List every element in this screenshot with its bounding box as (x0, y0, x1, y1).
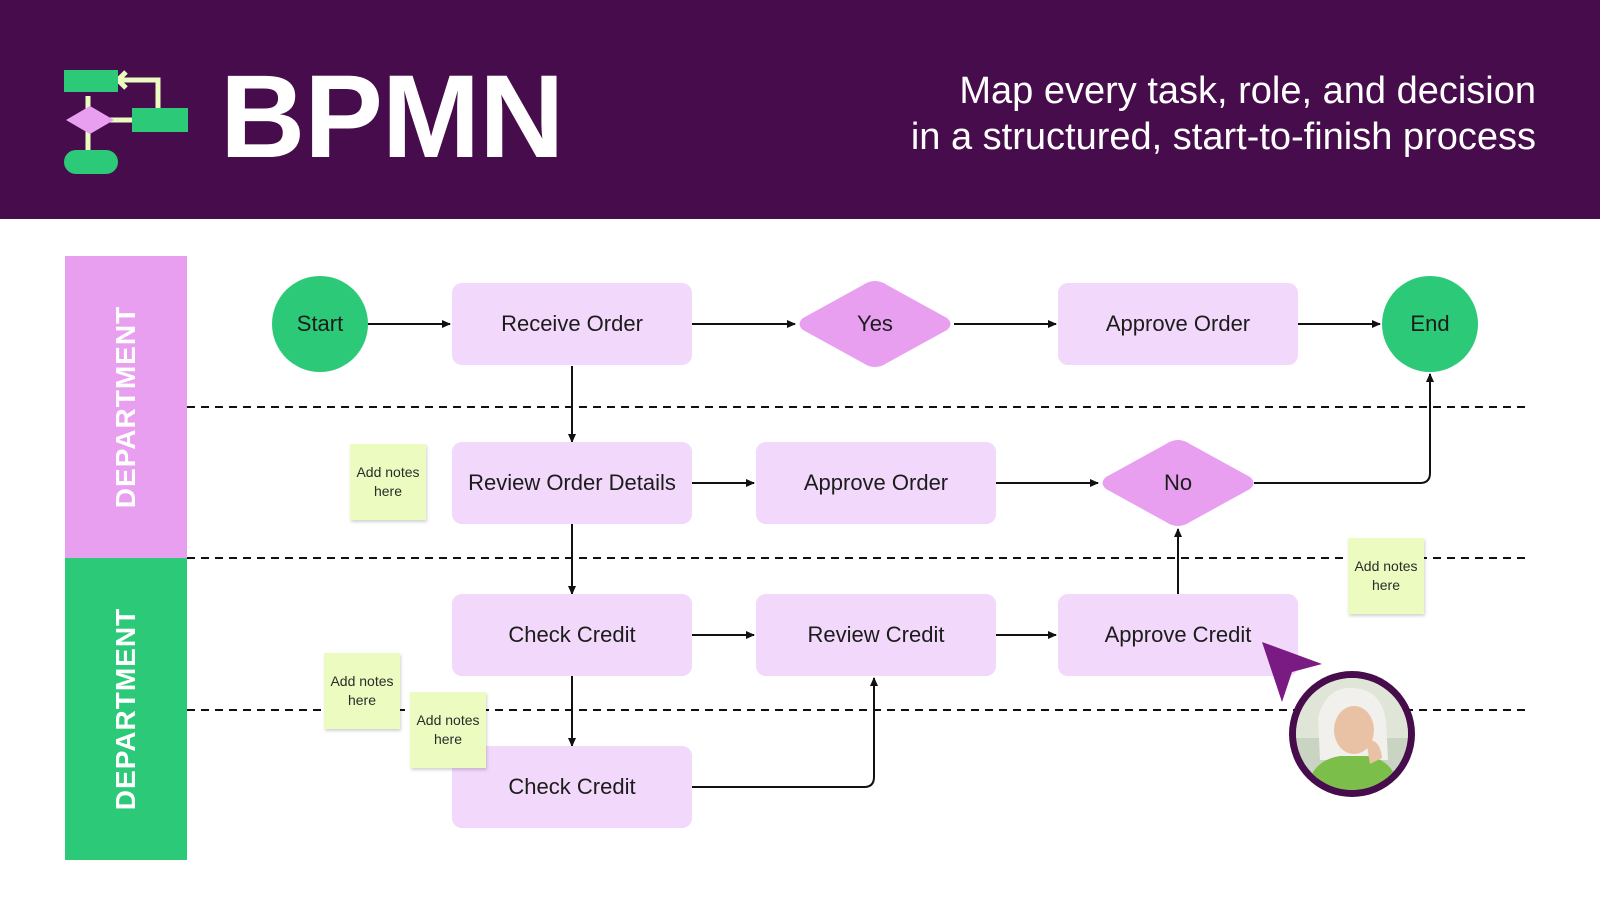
task-label: Approve Order (1105, 311, 1251, 336)
avatar-portrait (1296, 678, 1408, 790)
task-label: Receive Order (501, 311, 643, 336)
task-label: Review Credit (807, 622, 945, 647)
note-line-2: here (347, 692, 377, 708)
flow-check-2-to-review-credit (692, 677, 878, 788)
task-review-credit[interactable]: Review Credit (756, 594, 996, 676)
gateway-no[interactable]: No (1098, 437, 1258, 529)
start-event[interactable]: Start (272, 276, 368, 372)
task-check-credit-2[interactable]: Check Credit (452, 746, 692, 828)
note-line-1: Add notes (330, 673, 394, 689)
task-approve-order-top[interactable]: Approve Order (1058, 283, 1298, 365)
gateway-yes[interactable]: Yes (795, 278, 955, 370)
sticky-note[interactable]: Add notes here (410, 692, 486, 768)
task-approve-credit[interactable]: Approve Credit (1058, 594, 1298, 676)
page-title: BPMN (220, 51, 564, 183)
diamond-shape (799, 281, 951, 367)
start-event-label: Start (296, 311, 344, 336)
sticky-note[interactable]: Add notes here (324, 653, 400, 729)
task-label: Check Credit (508, 774, 636, 799)
cursor-pointer-icon (1260, 640, 1326, 706)
flow-no-to-end (1254, 373, 1434, 484)
note-line-1: Add notes (416, 712, 480, 728)
task-label: Check Credit (508, 622, 636, 647)
note-line-2: here (1371, 577, 1401, 593)
subtitle-line-2: in a structured, start-to-finish process (910, 116, 1536, 158)
lane-label-department-1: DEPARTMENT (65, 256, 187, 558)
task-receive-order[interactable]: Receive Order (452, 283, 692, 365)
sticky-note[interactable]: Add notes here (1348, 538, 1424, 614)
note-line-1: Add notes (356, 464, 420, 480)
end-event[interactable]: End (1382, 276, 1478, 372)
page-subtitle: Map every task, role, and decision in a … (776, 68, 1536, 160)
subtitle-line-1: Map every task, role, and decision (959, 70, 1536, 112)
task-label: Approve Order (803, 470, 949, 495)
gateway-label: Yes (857, 311, 893, 336)
lane-label-department-2: DEPARTMENT (65, 558, 187, 860)
header-banner: BPMN Map every task, role, and decision … (0, 0, 1600, 219)
task-review-order-details[interactable]: Review Order Details (452, 442, 692, 524)
note-line-2: here (373, 483, 403, 499)
task-label: Approve Credit (1104, 622, 1252, 647)
flowchart-logo-icon (64, 70, 188, 176)
sticky-note[interactable]: Add notes here (350, 444, 426, 520)
task-check-credit-1[interactable]: Check Credit (452, 594, 692, 676)
gateway-label: No (1163, 470, 1193, 495)
task-label: Review Order Details (468, 470, 676, 495)
end-event-label: End (1410, 311, 1450, 336)
note-line-2: here (433, 731, 463, 747)
user-avatar[interactable] (1289, 671, 1415, 797)
diamond-shape (1102, 440, 1254, 526)
note-line-1: Add notes (1354, 558, 1418, 574)
task-approve-order-mid[interactable]: Approve Order (756, 442, 996, 524)
